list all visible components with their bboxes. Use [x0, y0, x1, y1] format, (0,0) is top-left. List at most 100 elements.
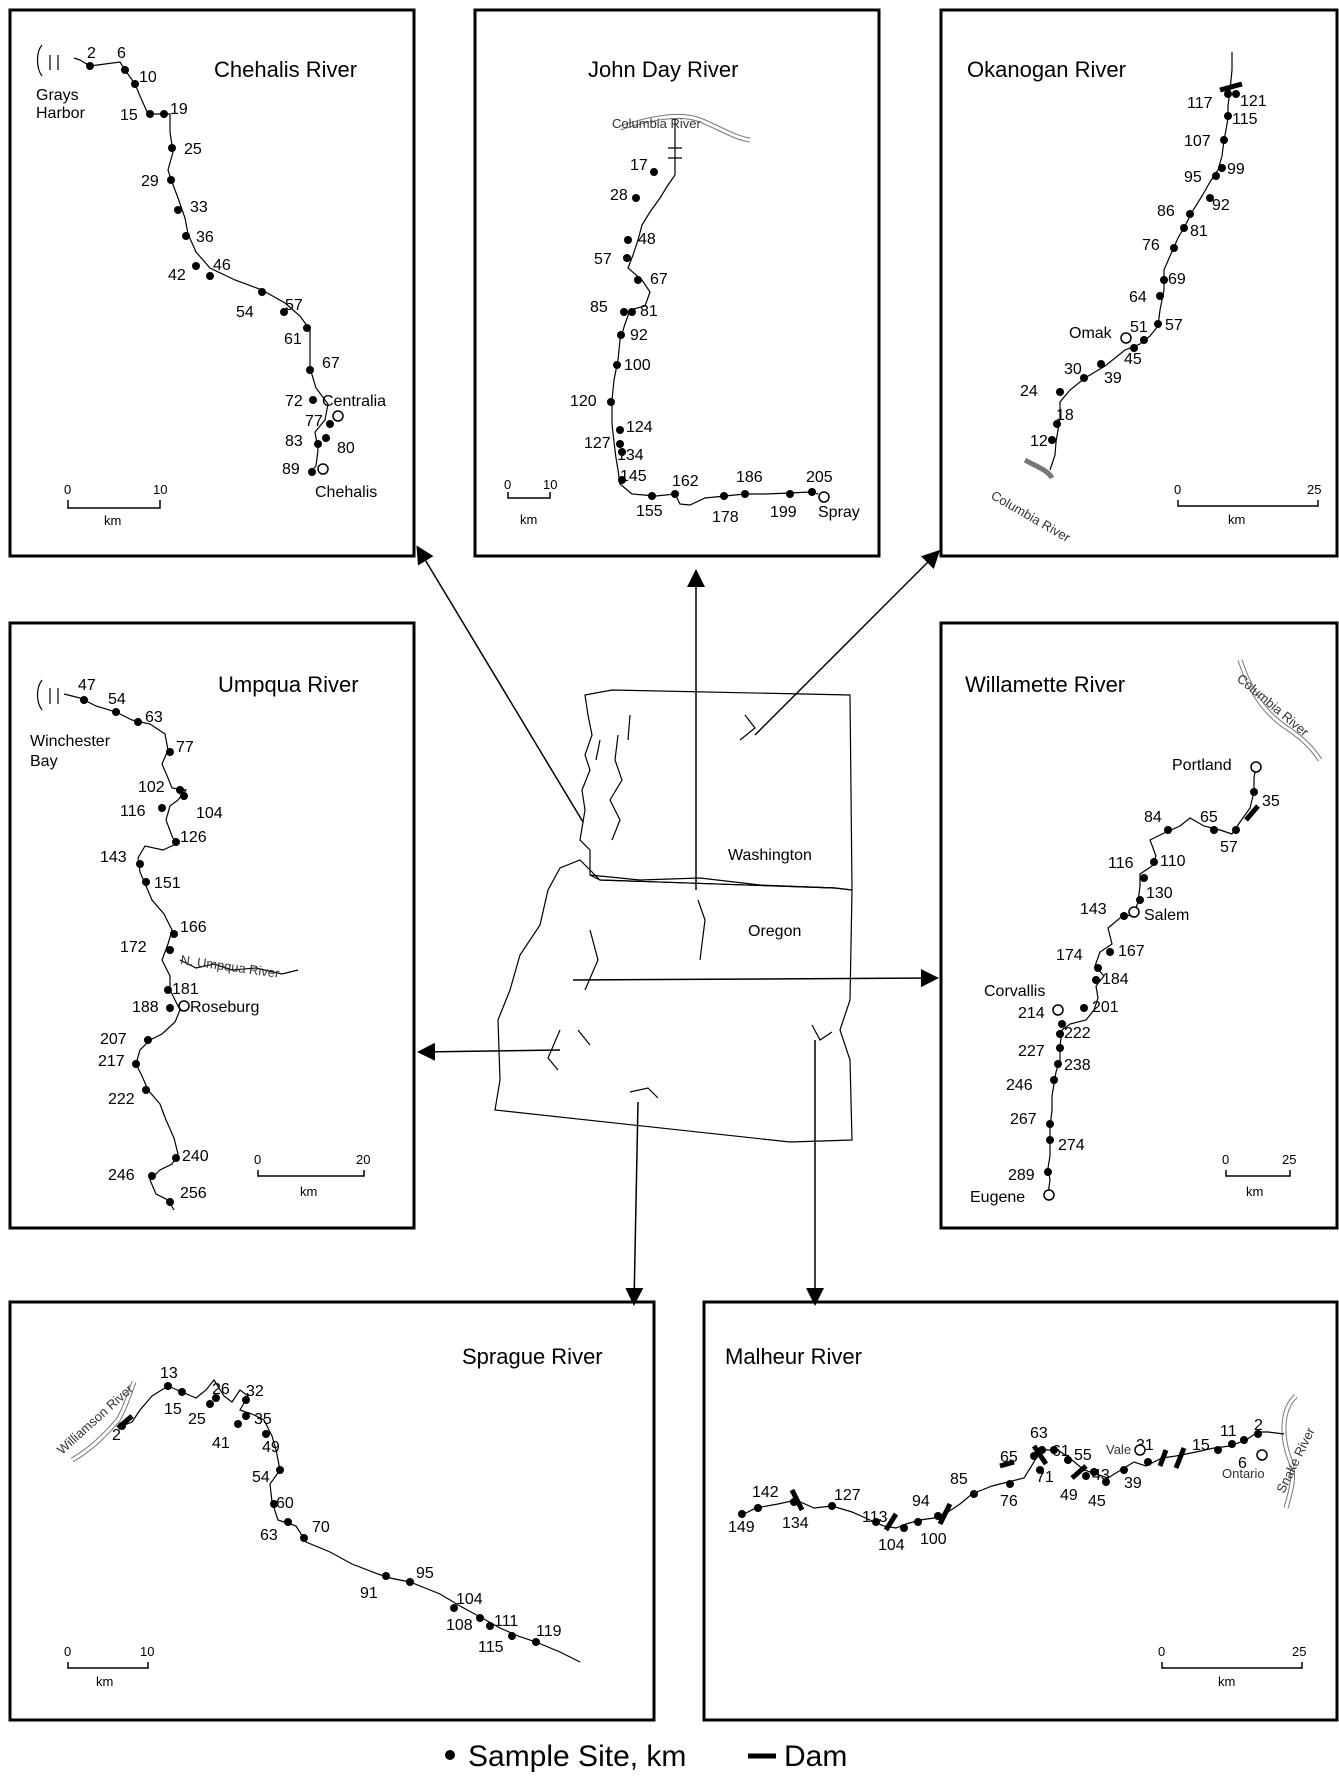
vale-label: Vale: [1106, 1442, 1131, 1457]
site-marker: 11: [1220, 1423, 1237, 1448]
site-marker: 116: [1108, 855, 1148, 882]
dam-marker: [1219, 81, 1243, 93]
site-marker: 15: [164, 1388, 186, 1418]
site-marker: 99: [1218, 161, 1245, 178]
site-label: 222: [108, 1091, 135, 1108]
site-marker: 100: [613, 357, 651, 374]
sprague-trace: [629, 1087, 659, 1099]
site-label: 126: [180, 829, 207, 846]
site-marker: 113: [862, 1509, 888, 1526]
site-label: 19: [170, 101, 188, 118]
oregon-outline: [494, 859, 853, 1143]
dam-marker: [1244, 804, 1260, 822]
site-marker: 60: [270, 1495, 294, 1512]
site-marker: 67: [306, 355, 340, 374]
site-label: 121: [1240, 93, 1267, 110]
site-marker: 83: [285, 433, 322, 450]
site-marker: 65: [1000, 1449, 1038, 1466]
site-marker: 12: [1030, 433, 1056, 450]
site-marker: 2: [112, 1422, 126, 1444]
site-marker: 39: [1120, 1466, 1142, 1492]
site-marker: 222: [108, 1086, 150, 1108]
site-marker: 143: [100, 849, 144, 868]
site-marker: 107: [1184, 133, 1228, 150]
willamette-scale-bar: 0 25 km: [1222, 1152, 1296, 1199]
site-label: 15: [1192, 1437, 1210, 1454]
johnday-panel: John Day River Columbia River 17 28 48 5…: [504, 57, 860, 527]
malheur-trace: [811, 1024, 833, 1041]
site-label: 71: [1036, 1469, 1054, 1486]
site-label: 12: [1030, 433, 1048, 450]
site-marker: 10: [131, 69, 157, 88]
site-marker: 2: [1254, 1417, 1263, 1438]
site-marker: 29: [141, 173, 175, 190]
sprague-scale-bar: 0 10 km: [64, 1644, 154, 1689]
site-marker: 162: [671, 473, 699, 498]
willamette-sites: 35 65 57 84 110 116 130 143 167 174 184 …: [1006, 788, 1280, 1184]
sprague-title: Sprague River: [462, 1344, 603, 1369]
roseburg-marker: [178, 1000, 190, 1012]
site-label: 113: [862, 1509, 888, 1526]
site-label: 13: [160, 1365, 178, 1382]
site-label: 111: [494, 1613, 518, 1630]
site-label: 6: [1238, 1455, 1247, 1472]
site-label: 238: [1064, 1057, 1091, 1074]
site-marker: 186: [736, 469, 763, 498]
scale-unit: km: [1246, 1184, 1263, 1199]
chehalis-city-label: Chehalis: [315, 484, 377, 501]
site-marker: 124: [616, 419, 653, 436]
site-marker: 76: [1142, 237, 1178, 254]
willamette-trace: [584, 929, 599, 991]
scale-unit: km: [1228, 512, 1245, 527]
site-label: 201: [1092, 999, 1119, 1016]
site-label: 25: [188, 1411, 206, 1428]
malheur-sites: 142 149 134 127 113 104 100 94 85 76 65 …: [728, 1417, 1263, 1554]
site-label: 120: [570, 393, 597, 410]
site-marker: 115: [1224, 111, 1258, 128]
scale-max: 10: [543, 477, 557, 492]
scale-unit: km: [1218, 1674, 1235, 1689]
site-marker: 174: [1056, 947, 1102, 972]
site-marker: 45: [1088, 1478, 1110, 1510]
site-marker: 76: [1000, 1480, 1018, 1510]
site-label: 155: [636, 503, 663, 520]
site-marker: 104: [180, 792, 223, 822]
site-marker: 45: [1124, 344, 1142, 368]
site-marker: 61: [284, 324, 311, 348]
scale-unit: km: [96, 1674, 113, 1689]
site-label: 81: [640, 303, 658, 320]
willamette-panel: Willamette River Columbia River 35 65 57…: [965, 659, 1323, 1206]
site-marker: 121: [1232, 90, 1267, 110]
site-marker: 205: [806, 469, 833, 496]
site-label: 63: [145, 709, 163, 726]
site-marker: 49: [1060, 1472, 1090, 1504]
site-marker: 6: [117, 45, 129, 74]
grays-harbor-shore: [36, 679, 59, 711]
dam-marker: [1031, 1444, 1049, 1466]
grays-harbor-label: Grays: [36, 87, 79, 104]
site-marker: 49: [262, 1430, 280, 1456]
site-marker: 36: [182, 229, 214, 246]
site-marker: 46: [206, 257, 231, 280]
site-marker: 32: [242, 1383, 264, 1404]
site-label: 104: [196, 805, 223, 822]
chehalis-title: Chehalis River: [214, 57, 357, 82]
site-marker: 188: [132, 999, 174, 1016]
site-label: 46: [213, 257, 231, 274]
n-umpqua-tributary: [179, 959, 299, 975]
site-label: 92: [630, 327, 648, 344]
site-label: 55: [1074, 1447, 1092, 1464]
site-label: 67: [322, 355, 340, 372]
site-marker: 289: [1008, 1167, 1052, 1184]
site-marker: 47: [78, 677, 96, 704]
site-label: 130: [1146, 885, 1173, 902]
site-marker: 134: [782, 1498, 809, 1532]
site-label: 77: [305, 413, 323, 430]
site-label: 10: [139, 69, 157, 86]
site-label: 64: [1129, 289, 1147, 306]
chehalis-scale-bar: 0 10 km: [64, 482, 167, 528]
site-marker: 246: [1006, 1076, 1058, 1094]
site-label: 28: [610, 187, 628, 204]
site-marker: 149: [728, 1510, 755, 1536]
